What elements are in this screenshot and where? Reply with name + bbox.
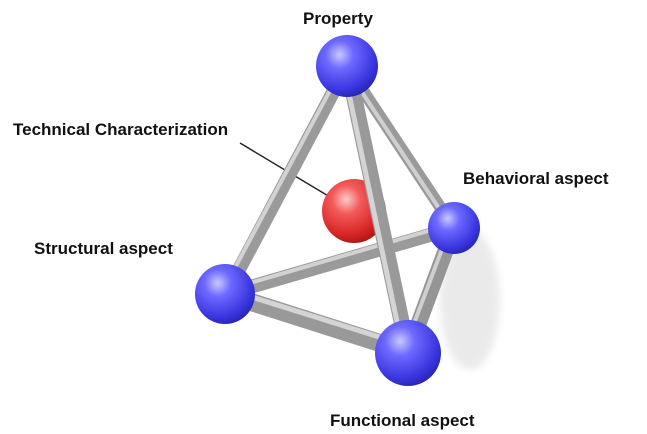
rod-top-bottom (340, 60, 416, 360)
label-behavioral-aspect: Behavioral aspect (463, 169, 609, 188)
sphere-functional (375, 320, 441, 386)
drop-shadow (440, 230, 500, 370)
rod-left-bottom-highlight (223, 286, 411, 349)
label-technical-characterization: Technical Characterization (13, 120, 229, 139)
rods-back (342, 62, 460, 234)
sphere-structural (195, 264, 255, 324)
label-functional-aspect: Functional aspect (330, 411, 475, 430)
label-structural-aspect: Structural aspect (34, 239, 173, 258)
rod-left-right (219, 221, 461, 301)
rod-top-right-highlight (344, 66, 454, 230)
rod-top-bottom-highlight (341, 67, 406, 353)
sphere-property (316, 35, 378, 97)
rod-top-left-highlight (220, 66, 344, 294)
label-property: Property (303, 9, 373, 28)
sphere-behavioral (428, 202, 480, 254)
rod-left-right-highlight (224, 222, 454, 292)
rod-top-left (219, 61, 353, 301)
